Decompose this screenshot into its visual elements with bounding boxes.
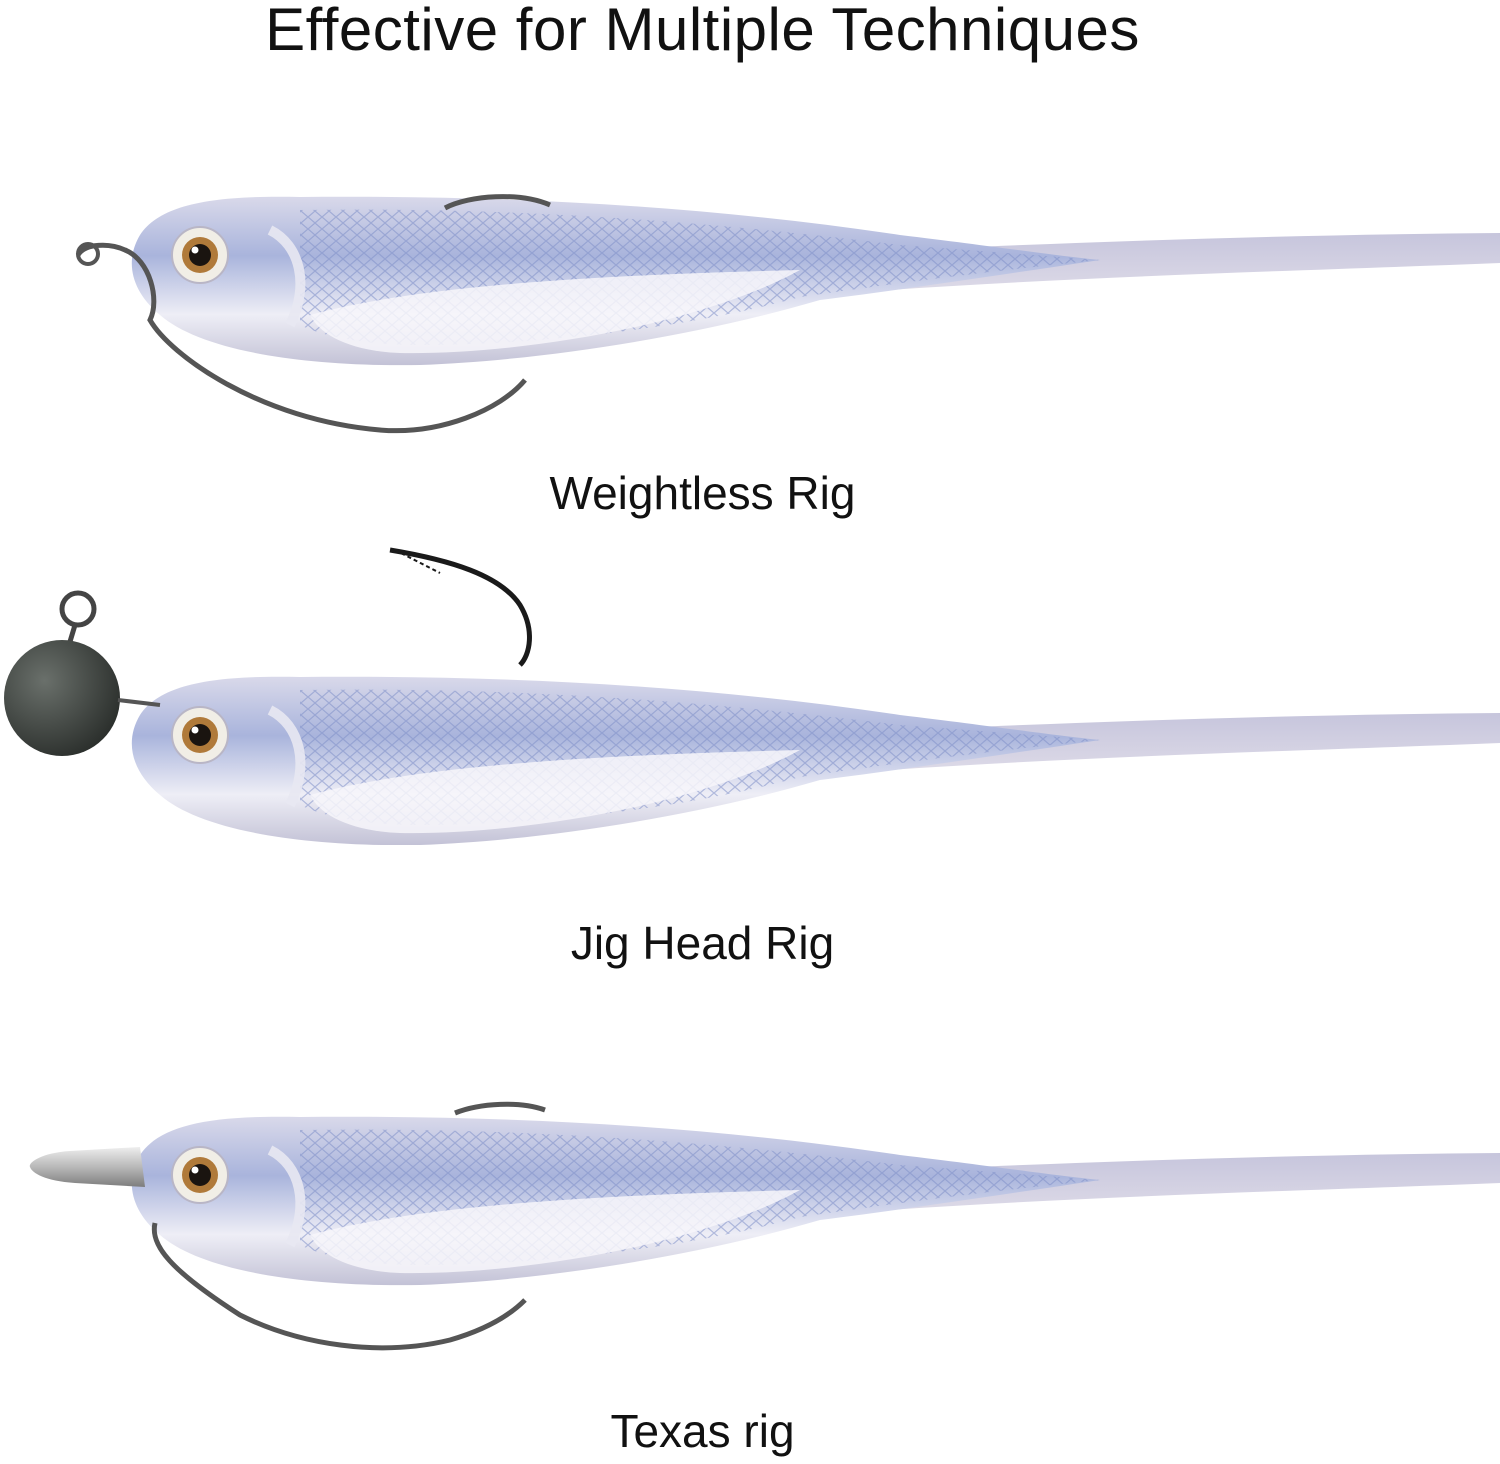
rig-label-texas: Texas rig <box>610 1405 795 1457</box>
rig-label-weightless: Weightless Rig <box>549 467 856 519</box>
offset-worm-hook-icon <box>151 1101 546 1351</box>
rig-label-jig-head: Jig Head Rig <box>570 917 835 969</box>
exposed-hook-icon <box>389 547 532 667</box>
bullet-weight-icon <box>29 1147 145 1187</box>
lure-texas-rig <box>0 1095 1500 1365</box>
page-title: Effective for Multiple Techniques <box>265 0 1140 63</box>
lure-jig-head-rig <box>0 545 1500 845</box>
lure-weightless-rig <box>0 180 1500 450</box>
jig-head-icon <box>4 590 161 756</box>
offset-worm-hook-icon <box>75 194 551 434</box>
